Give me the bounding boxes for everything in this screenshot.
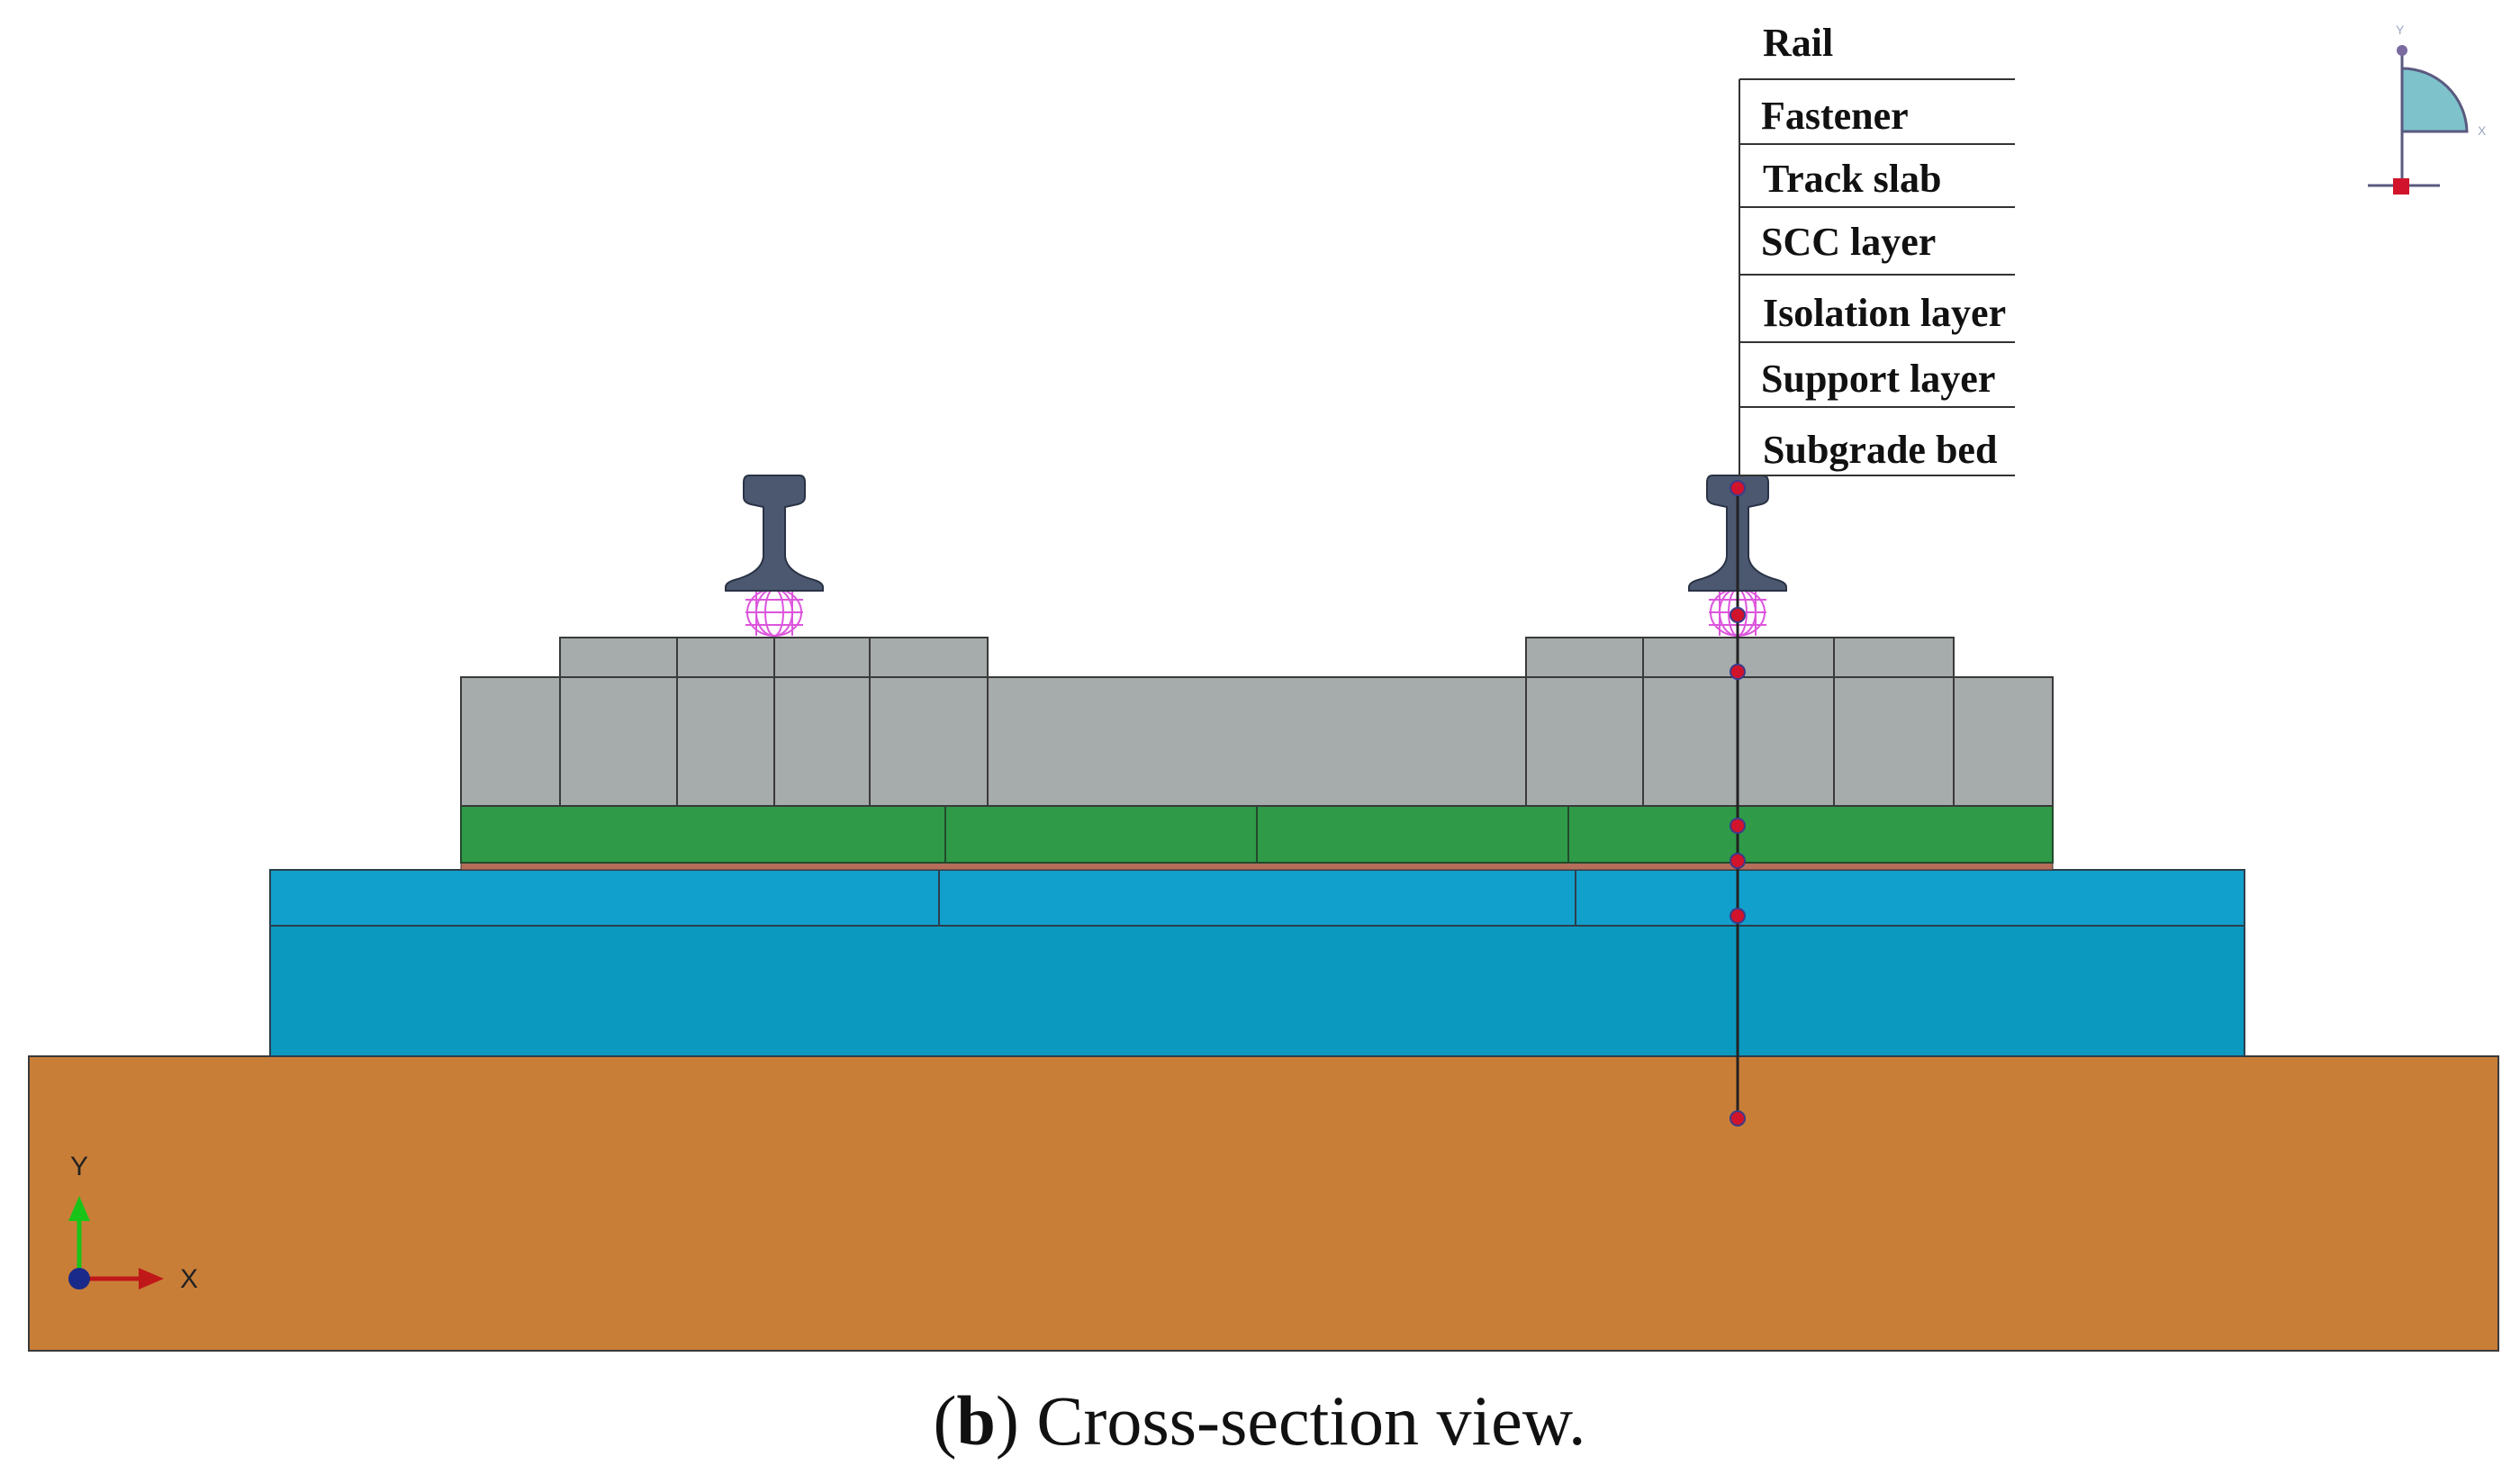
label-support-layer: Support layer	[1761, 357, 1995, 401]
caption-open-paren: (	[933, 1381, 956, 1460]
point-isolation-layer	[1730, 853, 1746, 869]
scc-block-3	[1256, 805, 1569, 864]
point-subgrade-bed	[1730, 1110, 1746, 1127]
fastener-left	[745, 588, 803, 637]
figure-caption: (b) Cross-section view.	[933, 1381, 1585, 1460]
support-layer-upper-2	[938, 869, 1576, 927]
track-slab-mesh-left	[559, 638, 989, 806]
scc-layer	[460, 805, 2054, 864]
point-track-slab	[1730, 664, 1746, 680]
point-fastener	[1730, 607, 1746, 623]
view-cube-icon: Y X	[2368, 23, 2487, 195]
axis-triad: Y X	[68, 1152, 198, 1294]
caption-close-paren: )	[996, 1381, 1019, 1460]
axis-y-label: Y	[70, 1152, 88, 1181]
track-slab-body	[460, 676, 2054, 807]
view-cube-y-label: Y	[2396, 23, 2405, 37]
y-axis-arrow-icon	[68, 1196, 90, 1221]
scc-block-2	[944, 805, 1258, 864]
support-layer	[269, 869, 2245, 1057]
point-scc-layer	[1730, 818, 1746, 834]
support-layer-upper-1	[269, 869, 940, 927]
point-support-layer	[1730, 908, 1746, 924]
support-layer-lower	[269, 925, 2245, 1057]
point-rail	[1730, 480, 1746, 496]
track-slab	[460, 637, 2054, 807]
label-subgrade-bed: Subgrade bed	[1763, 428, 1997, 472]
rail-left	[725, 475, 824, 592]
label-track-slab: Track slab	[1763, 157, 1941, 201]
caption-text: Cross-section view.	[1019, 1381, 1586, 1460]
label-rail: Rail	[1763, 21, 1833, 65]
support-layer-upper-3	[1575, 869, 2245, 927]
measurement-points	[1730, 480, 1746, 1127]
track-slab-mesh-right	[1525, 638, 1955, 806]
origin-dot-icon	[68, 1268, 90, 1289]
view-cube-x-label: X	[2478, 123, 2487, 138]
isolation-layer-strip	[460, 862, 2054, 871]
caption-letter: b	[956, 1381, 995, 1460]
axis-x-label: X	[180, 1264, 198, 1294]
subgrade-bed-block	[28, 1055, 2499, 1352]
label-bracket	[1739, 78, 2015, 476]
label-fastener: Fastener	[1761, 94, 1909, 138]
x-axis-arrow-icon	[139, 1268, 164, 1289]
label-scc-layer: SCC layer	[1761, 220, 1936, 264]
label-isolation-layer: Isolation layer	[1763, 291, 2006, 335]
scc-block-4	[1567, 805, 2054, 864]
scc-block-1	[460, 805, 946, 864]
